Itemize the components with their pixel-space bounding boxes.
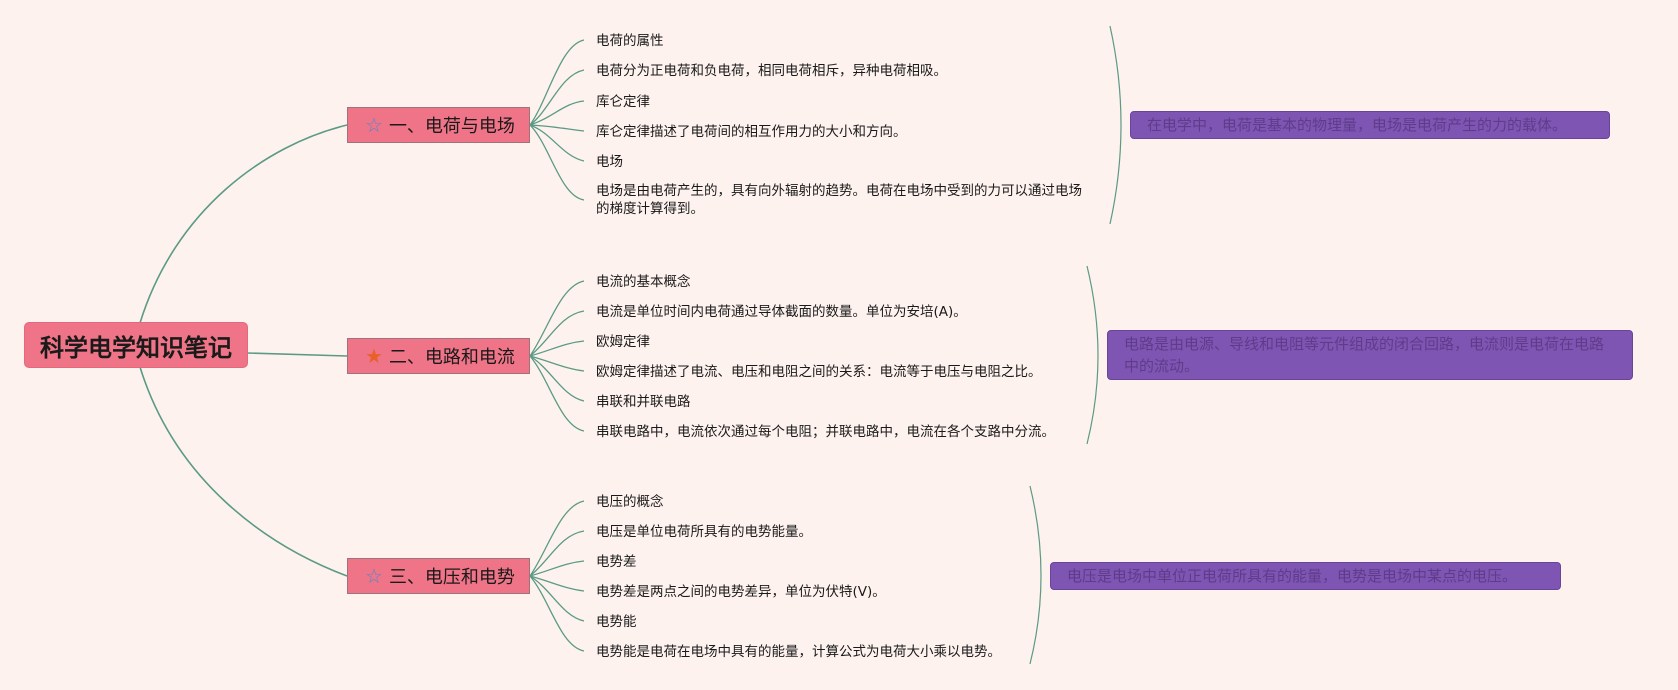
branch-2-summary-text: 电路是由电源、导线和电阻等元件组成的闭合回路，电流则是电荷在电路中的流动。	[1124, 335, 1605, 375]
branch-3-leaf-5: 电势能	[596, 614, 637, 630]
star-filled-icon: ★	[365, 344, 383, 368]
branch-3-leaf-6: 电势能是电荷在电场中具有的能量，计算公式为电荷大小乘以电势。	[596, 644, 1001, 660]
branch-3-summary: 电压是电场中单位正电荷所具有的能量，电势是电场中某点的电压。	[1050, 562, 1561, 590]
root-node[interactable]: 科学电学知识笔记	[25, 323, 247, 367]
branch-3-leaf-line-5	[529, 575, 585, 622]
branch-1-leaf-line-6	[529, 124, 585, 201]
branch-2-leaf-line-4	[529, 355, 585, 372]
branch-2-leaf-line-3	[529, 340, 585, 357]
branch-3-summary-bracket	[1029, 485, 1042, 665]
branch-1-leaf-line-4	[529, 124, 585, 132]
branch-node-1[interactable]: ☆ 一、电荷与电场	[347, 107, 530, 143]
star-outline-icon: ☆	[365, 113, 383, 137]
branch-1-leaf-6: 电场是由电荷产生的，具有向外辐射的趋势。电荷在电场中受到的力可以通过电场的梯度计…	[596, 183, 1082, 217]
branch-3-leaf-line-4	[529, 575, 585, 592]
branch-1-summary-text: 在电学中，电荷是基本的物理量，电场是电荷产生的力的载体。	[1147, 116, 1568, 134]
branch-1-title: 一、电荷与电场	[388, 116, 515, 137]
branch-1-leaf-line-3	[529, 100, 585, 126]
branch-3-summary-text: 电压是电场中单位正电荷所具有的能量，电势是电场中某点的电压。	[1067, 567, 1518, 585]
branch-2-leaf-2: 电流是单位时间内电荷通过导体截面的数量。单位为安培(A)。	[596, 304, 967, 320]
branch-1-leaf-line-2	[529, 69, 585, 126]
branch-1-leaf-5: 电场	[596, 154, 623, 170]
branch-2-summary-bracket	[1086, 265, 1099, 445]
root-to-branch-3-line	[139, 366, 348, 577]
branch-2-leaf-4: 欧姆定律描述了电流、电压和电阻之间的关系：电流等于电压与电阻之比。	[596, 364, 1042, 380]
branch-3-leaf-line-6	[529, 575, 585, 652]
branch-2-leaf-5: 串联和并联电路	[596, 394, 691, 410]
branch-3-title: 三、电压和电势	[388, 567, 515, 588]
branch-3-leaf-1: 电压的概念	[596, 494, 664, 510]
branch-1-leaf-line-1	[529, 39, 585, 126]
branch-1-summary: 在电学中，电荷是基本的物理量，电场是电荷产生的力的载体。	[1130, 111, 1610, 139]
branch-node-3[interactable]: ☆ 三、电压和电势	[347, 558, 530, 594]
star-outline-icon: ☆	[365, 564, 383, 588]
branch-2-leaf-line-5	[529, 355, 585, 402]
branch-2-leaf-6: 串联电路中，电流依次通过每个电阻；并联电路中，电流在各个支路中分流。	[596, 424, 1055, 440]
branch-2-leaf-1: 电流的基本概念	[596, 274, 691, 290]
branch-2-title: 二、电路和电流	[388, 347, 515, 368]
branch-3-leaf-4: 电势差是两点之间的电势差异，单位为伏特(V)。	[596, 584, 886, 600]
root-title: 科学电学知识笔记	[40, 333, 232, 362]
root-to-branch-2-line	[246, 352, 348, 357]
branch-1-leaf-line-5	[529, 124, 585, 162]
branch-1-leaf-3: 库仑定律	[596, 94, 650, 110]
branch-3-leaf-2: 电压是单位电荷所具有的电势能量。	[596, 524, 812, 540]
branch-2-leaf-line-2	[529, 310, 585, 357]
branch-3-leaf-line-1	[529, 500, 585, 577]
root-to-branch-1-line	[139, 124, 348, 324]
branch-3-leaf-line-3	[529, 560, 585, 577]
branch-node-2[interactable]: ★ 二、电路和电流	[347, 338, 530, 374]
branch-2-leaf-line-6	[529, 355, 585, 432]
branch-2-summary: 电路是由电源、导线和电阻等元件组成的闭合回路，电流则是电荷在电路中的流动。	[1107, 330, 1633, 380]
branch-1-leaf-4: 库仑定律描述了电荷间的相互作用力的大小和方向。	[596, 124, 907, 140]
branch-3-leaf-line-2	[529, 530, 585, 577]
branch-2-leaf-3: 欧姆定律	[596, 334, 650, 350]
branch-1-leaf-1: 电荷的属性	[596, 33, 664, 49]
branch-3-leaf-3: 电势差	[596, 554, 637, 570]
branch-1-leaf-2: 电荷分为正电荷和负电荷，相同电荷相斥，异种电荷相吸。	[596, 63, 947, 79]
branch-2-leaf-line-1	[529, 280, 585, 357]
branch-1-summary-bracket	[1109, 25, 1122, 225]
